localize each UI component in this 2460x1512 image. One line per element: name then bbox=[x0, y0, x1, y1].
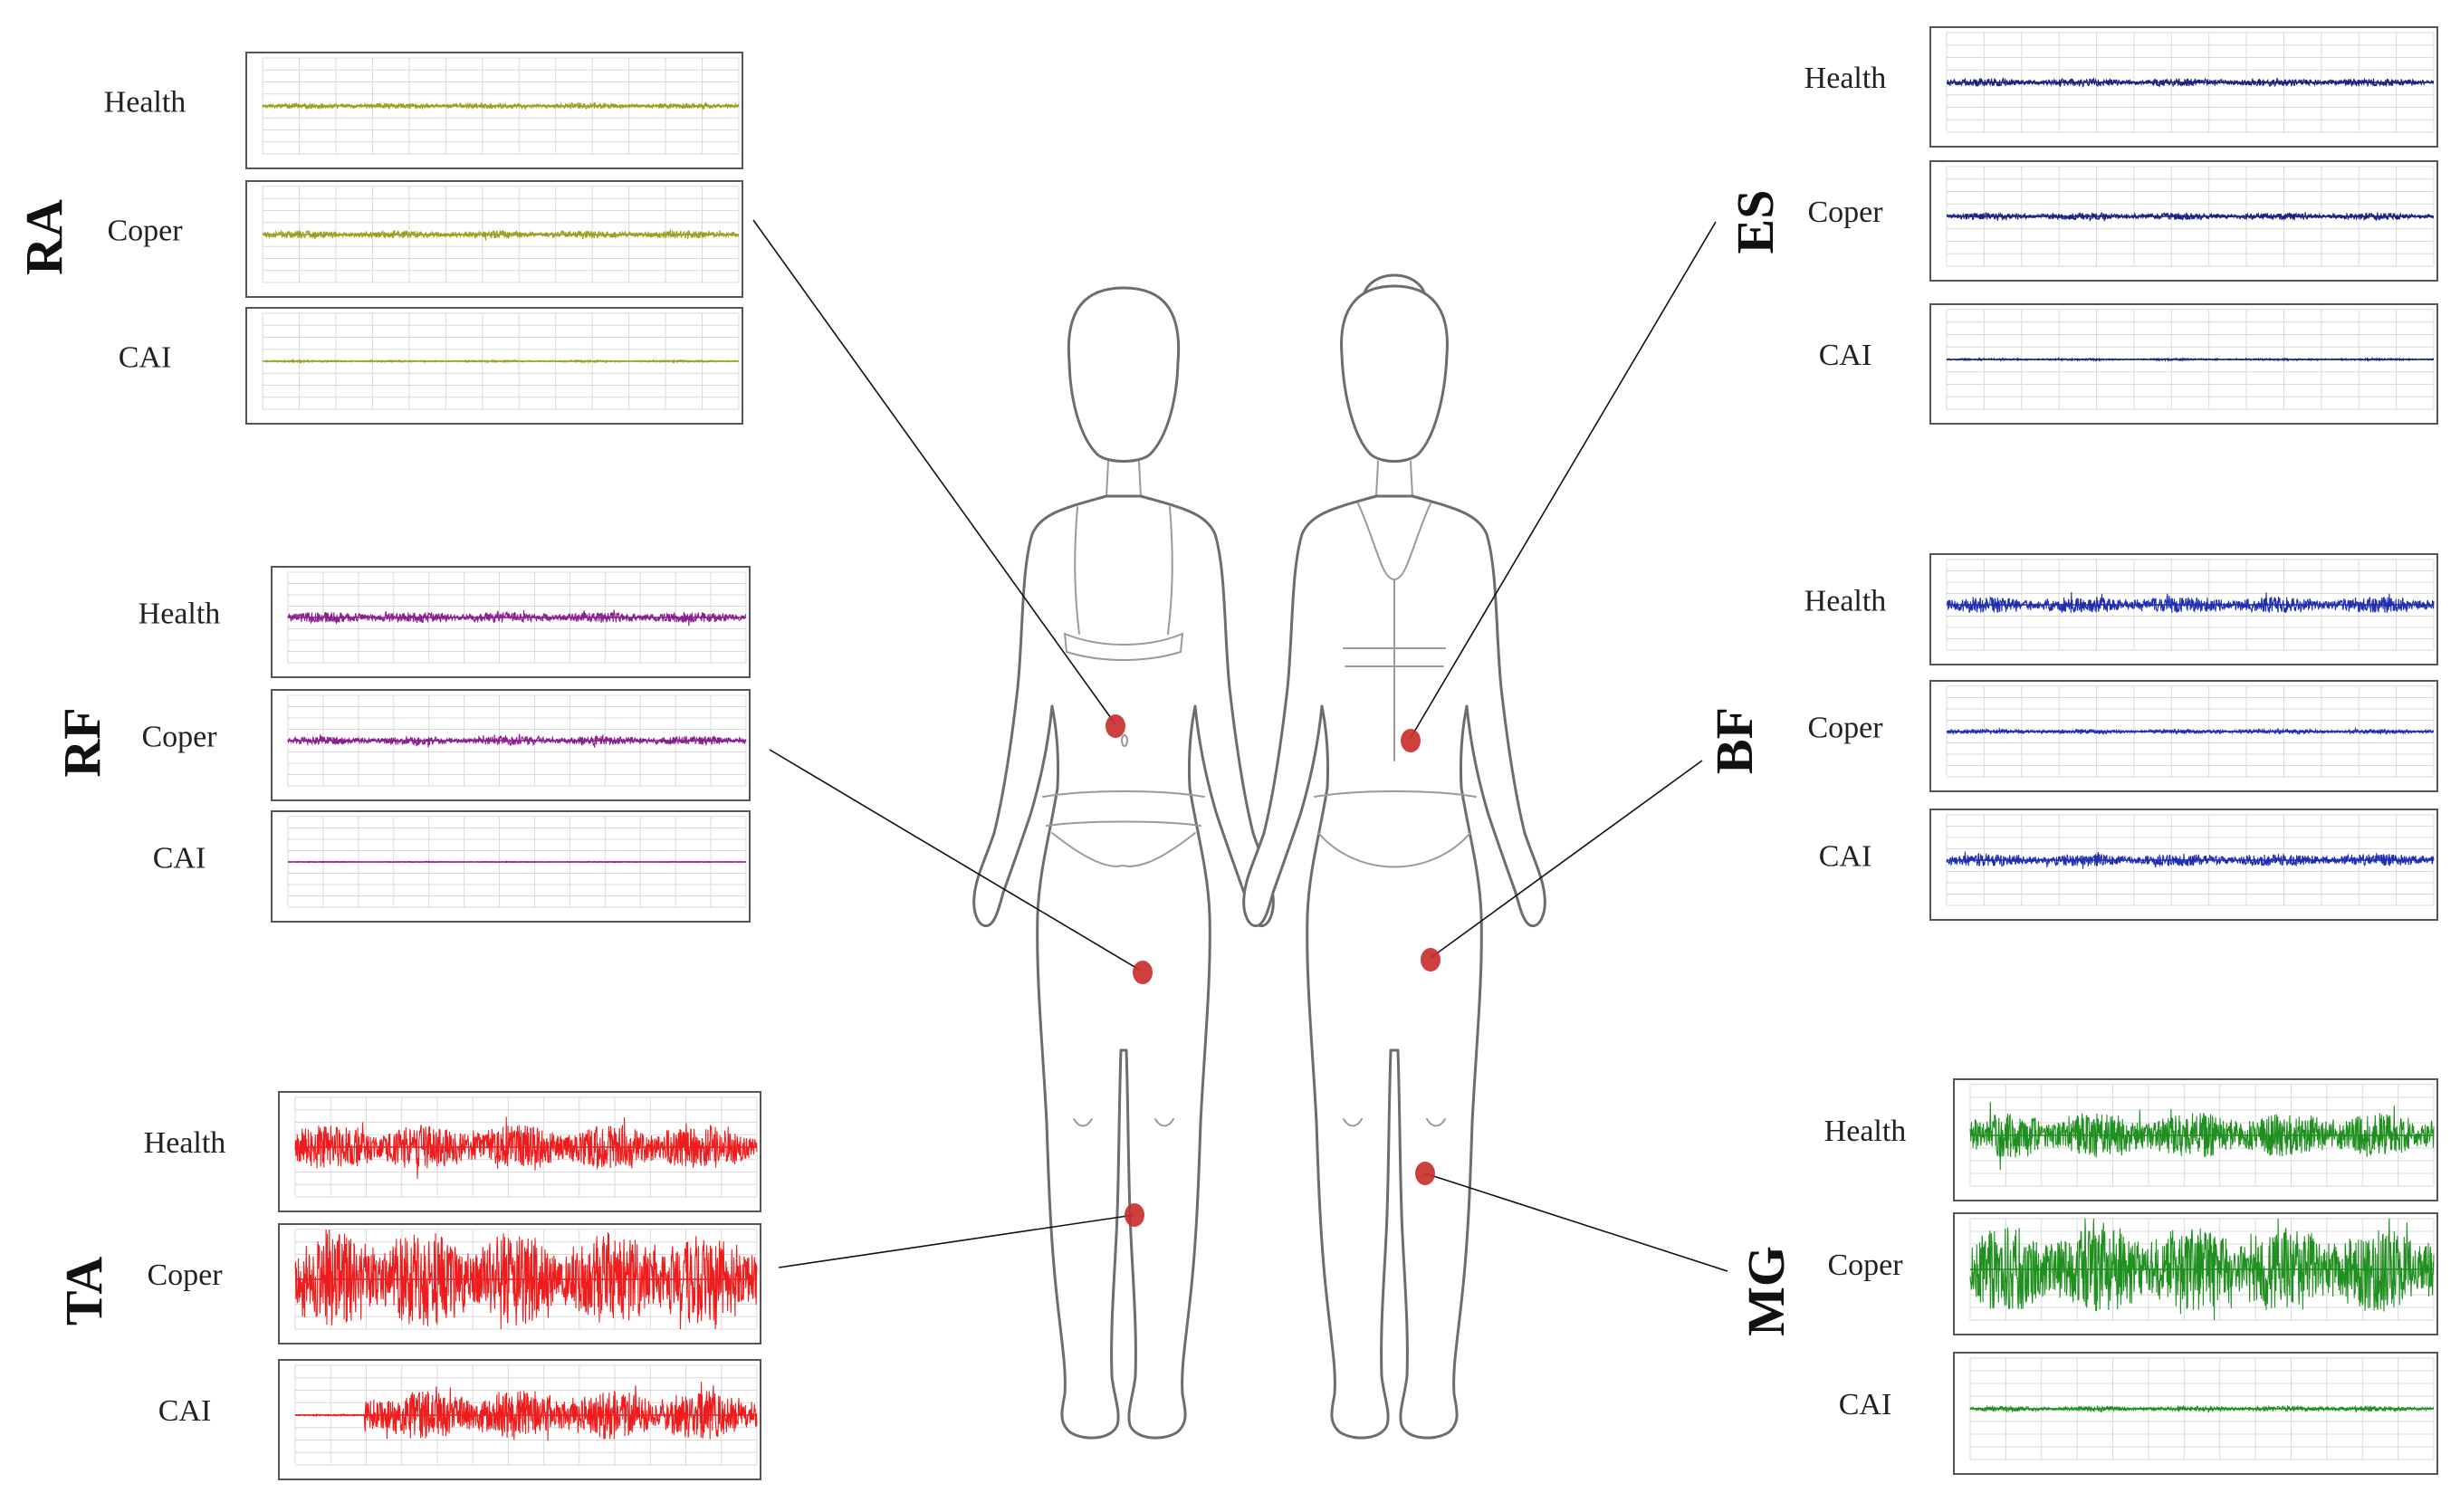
row-label: Coper bbox=[107, 214, 183, 247]
electrode-sites bbox=[1106, 714, 1441, 1227]
emg-signal-trace bbox=[1969, 1218, 2435, 1321]
group-label-mg: MG bbox=[1737, 1246, 1795, 1336]
row-label: CAI bbox=[158, 1394, 212, 1428]
electrode-bf bbox=[1421, 948, 1441, 971]
row-label: Health bbox=[1804, 62, 1887, 95]
row-label: Coper bbox=[147, 1258, 223, 1292]
emg-signal-trace bbox=[294, 1229, 758, 1330]
plot-frame bbox=[271, 810, 751, 923]
row-label: Coper bbox=[1807, 712, 1883, 745]
row-label: CAI bbox=[153, 842, 206, 876]
row-label: Health bbox=[139, 598, 221, 631]
row-label: CAI bbox=[119, 340, 172, 374]
emg-panel-mg-cai: CAI bbox=[1839, 1352, 2438, 1475]
leader-line-ra bbox=[752, 219, 1116, 725]
emg-panel-ra-coper: Coper bbox=[107, 180, 743, 298]
emg-panel-ta-cai: CAI bbox=[158, 1359, 761, 1480]
emg-panel-ta-health: Health bbox=[144, 1091, 761, 1212]
emg-signal-trace bbox=[294, 1116, 758, 1180]
row-label: Health bbox=[1824, 1115, 1907, 1148]
emg-panel-mg-coper: Coper bbox=[1827, 1212, 2438, 1335]
electrode-ra bbox=[1106, 714, 1125, 738]
plot-frame bbox=[245, 180, 743, 298]
plot-frame bbox=[271, 689, 751, 801]
plot-grid bbox=[1969, 1357, 2435, 1460]
electrode-rf bbox=[1133, 961, 1153, 984]
emg-panel-es-cai: CAI bbox=[1819, 303, 2438, 425]
emg-panel-es-health: Health bbox=[1804, 26, 2438, 148]
plot-frame bbox=[1929, 26, 2438, 148]
group-label-bf: BF bbox=[1705, 707, 1764, 774]
emg-signal-trace bbox=[1946, 851, 2435, 869]
plot-frame bbox=[1929, 680, 2438, 792]
emg-panel-ta-coper: Coper bbox=[147, 1223, 761, 1345]
plot-frame bbox=[1953, 1352, 2438, 1475]
row-label: Health bbox=[144, 1126, 226, 1160]
front-view-female-body bbox=[972, 286, 1275, 1440]
row-label: Coper bbox=[1827, 1249, 1903, 1282]
emg-panel-ra-health: Health bbox=[104, 52, 743, 169]
row-label: Health bbox=[104, 85, 187, 119]
emg-panels: HealthCoperCAIHealthCoperCAIHealthCoperC… bbox=[104, 26, 2438, 1480]
row-label: CAI bbox=[1819, 840, 1872, 874]
emg-panel-es-coper: Coper bbox=[1807, 160, 2438, 282]
emg-panel-rf-cai: CAI bbox=[153, 810, 751, 923]
leader-line-mg bbox=[1424, 1172, 1728, 1272]
group-label-ra: RA bbox=[14, 199, 73, 275]
plot-frame bbox=[1929, 809, 2438, 921]
electrode-es bbox=[1401, 729, 1421, 752]
emg-panel-bf-cai: CAI bbox=[1819, 809, 2438, 921]
plot-frame bbox=[245, 307, 743, 425]
row-label: Health bbox=[1804, 585, 1887, 618]
group-label-rf: RF bbox=[53, 707, 111, 777]
emg-panel-bf-coper: Coper bbox=[1807, 680, 2438, 792]
row-label: Coper bbox=[1807, 196, 1883, 229]
emg-panel-rf-health: Health bbox=[139, 566, 751, 678]
group-label-ta: TA bbox=[54, 1257, 113, 1325]
leader-line-rf bbox=[769, 749, 1142, 971]
emg-panel-mg-health: Health bbox=[1824, 1078, 2438, 1201]
leader-line-ta bbox=[778, 1214, 1134, 1268]
plot-frame bbox=[1929, 303, 2438, 425]
emg-signal-trace bbox=[1946, 726, 2435, 736]
muscle-group-labels: RA RF TA ES BF MG bbox=[14, 190, 1795, 1336]
electrode-mg bbox=[1415, 1162, 1435, 1185]
plot-frame bbox=[1929, 553, 2438, 665]
row-label: Coper bbox=[141, 721, 217, 754]
emg-panel-ra-cai: CAI bbox=[119, 307, 743, 425]
leader-line-bf bbox=[1430, 760, 1703, 959]
plot-frame bbox=[1929, 160, 2438, 282]
row-label: CAI bbox=[1819, 339, 1872, 372]
leader-line-es bbox=[1410, 221, 1717, 739]
emg-signal-trace bbox=[294, 1382, 758, 1441]
plot-frame bbox=[271, 566, 751, 678]
plot-frame bbox=[245, 52, 743, 169]
emg-panel-rf-coper: Coper bbox=[141, 689, 751, 801]
group-label-es: ES bbox=[1726, 190, 1785, 254]
row-label: CAI bbox=[1839, 1388, 1892, 1421]
plot-grid bbox=[294, 1096, 758, 1198]
leader-lines bbox=[752, 219, 1728, 1272]
back-view-female-body bbox=[1242, 273, 1546, 1440]
emg-panel-bf-health: Health bbox=[1804, 553, 2438, 665]
electrode-ta bbox=[1125, 1203, 1144, 1227]
